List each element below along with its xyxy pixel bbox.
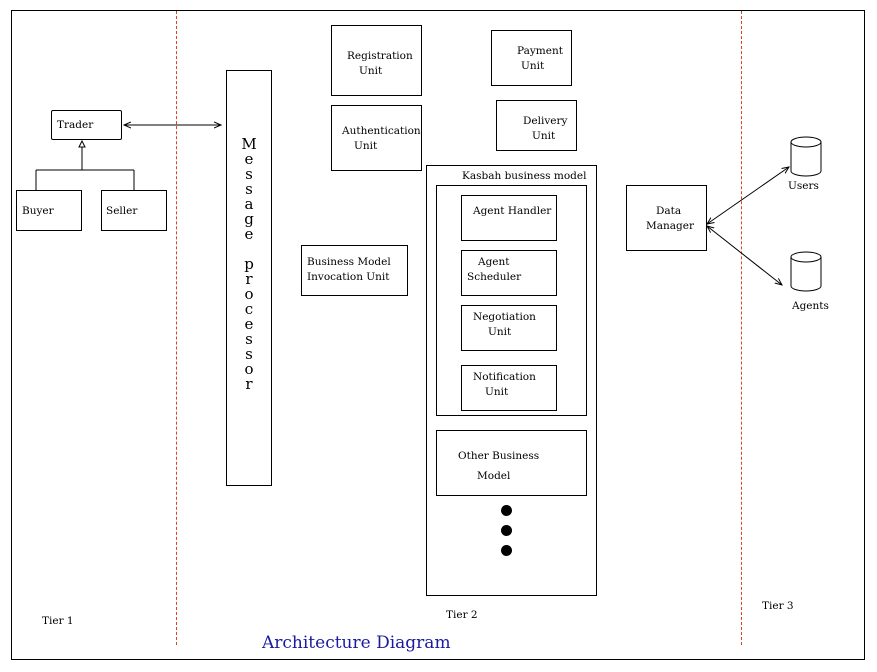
- agent-scheduler-label-2: Scheduler: [467, 271, 522, 283]
- negotiation-unit-box: Negotiation Unit: [461, 305, 557, 351]
- message-processor-letter: s: [245, 165, 253, 183]
- seller-box: Seller: [101, 190, 167, 231]
- message-processor-letter: c: [244, 300, 254, 318]
- agent-handler-label: Agent Handler: [473, 205, 552, 217]
- authentication-unit-label-2: Unit: [354, 140, 378, 152]
- message-processor-letter: e: [244, 315, 254, 333]
- dm-agents-arrow: [707, 226, 782, 285]
- tier-divider-1: [176, 11, 177, 645]
- agent-scheduler-box: Agent Scheduler: [461, 250, 557, 296]
- other-business-model-box: Other Business Model: [436, 430, 587, 496]
- tier-divider-2: [741, 11, 742, 645]
- message-processor-letter: r: [245, 270, 253, 288]
- message-processor-letter: s: [245, 330, 253, 348]
- ellipsis-dot-2: [501, 525, 512, 536]
- agents-label: Agents: [792, 300, 829, 312]
- agent-handler-box: Agent Handler: [461, 195, 557, 241]
- other-business-model-label-2: Model: [477, 470, 511, 482]
- agents-database-icon: [790, 251, 822, 292]
- notification-unit-label-2: Unit: [485, 386, 509, 398]
- message-processor-letter: a: [244, 195, 254, 213]
- tier2-label: Tier 2: [446, 609, 478, 621]
- notification-unit-box: Notification Unit: [461, 365, 557, 411]
- business-model-invocation-box: Business Model Invocation Unit: [301, 245, 408, 296]
- authentication-unit-box: Authentication Unit: [331, 105, 422, 171]
- message-processor-letter: g: [244, 210, 254, 228]
- data-manager-label-1: Data: [656, 205, 682, 217]
- message-processor-letter: o: [244, 360, 254, 378]
- dm-users-arrow: [707, 167, 789, 224]
- negotiation-unit-label-2: Unit: [488, 326, 512, 338]
- message-processor-letter: p: [244, 255, 254, 273]
- other-business-model-label-1: Other Business: [458, 450, 540, 462]
- delivery-unit-box: Delivery Unit: [496, 100, 577, 151]
- message-processor-letter: r: [245, 375, 253, 393]
- ellipsis-dot-3: [501, 545, 512, 556]
- buyer-box: Buyer: [16, 190, 82, 231]
- inherit-triangle: [78, 139, 86, 148]
- notification-unit-label-1: Notification: [473, 371, 536, 383]
- users-database-icon: [790, 136, 822, 177]
- registration-unit-box: Registration Unit: [331, 25, 422, 96]
- tier1-label: Tier 1: [42, 615, 74, 627]
- trader-label: Trader: [57, 119, 94, 131]
- registration-unit-label-1: Registration: [347, 50, 413, 62]
- agent-scheduler-label-1: Agent: [478, 256, 510, 268]
- message-processor-letter: o: [244, 285, 254, 303]
- business-model-invocation-label-1: Business Model: [307, 256, 391, 268]
- negotiation-unit-label-1: Negotiation: [473, 311, 536, 323]
- ellipsis-dot-1: [501, 505, 512, 516]
- trader-box: Trader: [51, 110, 122, 140]
- business-model-invocation-label-2: Invocation Unit: [307, 271, 390, 283]
- payment-unit-box: Payment Unit: [491, 30, 572, 86]
- diagram-frame: [11, 10, 865, 660]
- message-processor-letter: M: [241, 135, 257, 153]
- authentication-unit-label-1: Authentication: [342, 125, 421, 137]
- payment-unit-label-1: Payment: [517, 45, 563, 57]
- seller-label: Seller: [106, 205, 138, 217]
- message-processor-letter: e: [244, 225, 254, 243]
- message-processor-letter: s: [245, 345, 253, 363]
- diagram-caption: Architecture Diagram: [262, 633, 451, 653]
- users-label: Users: [788, 180, 819, 192]
- delivery-unit-label-2: Unit: [532, 130, 556, 142]
- delivery-unit-label-1: Delivery: [523, 115, 568, 127]
- registration-unit-label-2: Unit: [359, 65, 383, 77]
- message-processor-letter: s: [245, 180, 253, 198]
- payment-unit-label-2: Unit: [521, 60, 545, 72]
- buyer-label: Buyer: [22, 205, 54, 217]
- data-manager-box: Data Manager: [626, 185, 707, 251]
- message-processor-letter: e: [244, 150, 254, 168]
- kasbah-title: Kasbah business model: [462, 170, 587, 182]
- data-manager-label-2: Manager: [646, 220, 694, 232]
- tier3-label: Tier 3: [762, 600, 794, 612]
